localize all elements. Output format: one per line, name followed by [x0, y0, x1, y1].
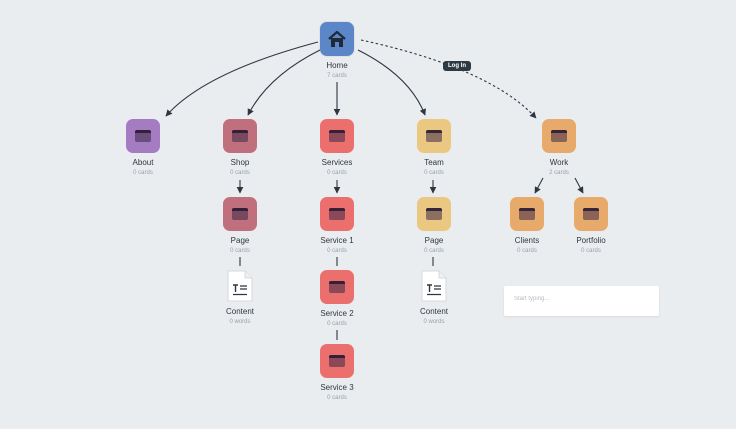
browser-window-icon [329, 355, 345, 367]
browser-window-icon [232, 208, 248, 220]
new-card-box[interactable] [504, 286, 659, 316]
node-home[interactable]: Home 7 cards [297, 22, 377, 79]
node-count: 7 cards [327, 73, 347, 79]
node-count: 0 words [229, 319, 251, 325]
edge-home-shop [247, 49, 321, 116]
new-card-input[interactable] [514, 296, 654, 302]
edge-home-work [360, 39, 537, 119]
node-services[interactable]: Services 0 cards [297, 119, 377, 176]
browser-window-icon [519, 208, 535, 220]
node-count: 0 cards [230, 170, 250, 176]
node-team[interactable]: Team 0 cards [394, 119, 474, 176]
node-count: 0 cards [133, 170, 153, 176]
node-team-content[interactable]: Content 0 words [394, 270, 474, 325]
node-title: Page [230, 236, 250, 245]
node-count: 0 words [423, 319, 445, 325]
node-tile[interactable] [320, 119, 354, 153]
node-count: 0 cards [327, 321, 347, 327]
node-count: 0 cards [327, 395, 347, 401]
node-tile[interactable] [320, 270, 354, 304]
browser-window-icon [135, 130, 151, 142]
node-count: 0 cards [581, 248, 601, 254]
node-tile[interactable] [320, 344, 354, 378]
node-service-3[interactable]: Service 3 0 cards [297, 344, 377, 401]
node-clients[interactable]: Clients 0 cards [487, 197, 567, 254]
node-title: Service 1 [320, 236, 354, 245]
node-service-2[interactable]: Service 2 0 cards [297, 270, 377, 327]
node-count: 0 cards [517, 248, 537, 254]
node-tile[interactable] [126, 119, 160, 153]
node-work[interactable]: Work 2 cards [519, 119, 599, 176]
node-count: 0 cards [424, 170, 444, 176]
node-title: Content [225, 307, 255, 316]
node-title: About [132, 158, 154, 167]
node-tile[interactable] [574, 197, 608, 231]
node-tile[interactable] [510, 197, 544, 231]
node-title: Team [424, 158, 444, 167]
browser-window-icon [329, 130, 345, 142]
browser-window-icon [329, 281, 345, 293]
edge-home-team [357, 49, 426, 116]
node-title: Service 2 [320, 309, 354, 318]
login-badge[interactable]: Log In [443, 61, 471, 71]
edge-work-portfolio [574, 177, 584, 194]
node-title: Content [419, 307, 449, 316]
node-shop-content[interactable]: Content 0 words [200, 270, 280, 325]
node-title: Home [326, 61, 348, 70]
node-title: Service 3 [320, 383, 354, 392]
node-tile[interactable] [417, 197, 451, 231]
node-title: Page [424, 236, 444, 245]
browser-window-icon [232, 130, 248, 142]
node-title: Shop [230, 158, 250, 167]
node-title: Clients [514, 236, 540, 245]
node-shop[interactable]: Shop 0 cards [200, 119, 280, 176]
node-tile[interactable] [542, 119, 576, 153]
node-service-1[interactable]: Service 1 0 cards [297, 197, 377, 254]
node-tile[interactable] [320, 22, 354, 56]
node-count: 0 cards [327, 170, 347, 176]
node-tile[interactable] [223, 119, 257, 153]
browser-window-icon [551, 130, 567, 142]
text-document-icon[interactable] [227, 270, 253, 302]
node-shop-page[interactable]: Page 0 cards [200, 197, 280, 254]
node-count: 0 cards [327, 248, 347, 254]
edge-work-clients [534, 177, 544, 194]
node-tile[interactable] [417, 119, 451, 153]
home-icon [328, 30, 346, 47]
node-title: Work [549, 158, 569, 167]
edge-home-about [165, 41, 319, 117]
node-title: Portfolio [576, 236, 606, 245]
node-tile[interactable] [320, 197, 354, 231]
browser-window-icon [583, 208, 599, 220]
node-count: 0 cards [424, 248, 444, 254]
browser-window-icon [426, 130, 442, 142]
node-portfolio[interactable]: Portfolio 0 cards [551, 197, 631, 254]
node-count: 0 cards [230, 248, 250, 254]
node-team-page[interactable]: Page 0 cards [394, 197, 474, 254]
node-count: 2 cards [549, 170, 569, 176]
browser-window-icon [426, 208, 442, 220]
node-tile[interactable] [223, 197, 257, 231]
browser-window-icon [329, 208, 345, 220]
node-about[interactable]: About 0 cards [103, 119, 183, 176]
text-document-icon[interactable] [421, 270, 447, 302]
node-title: Services [321, 158, 353, 167]
